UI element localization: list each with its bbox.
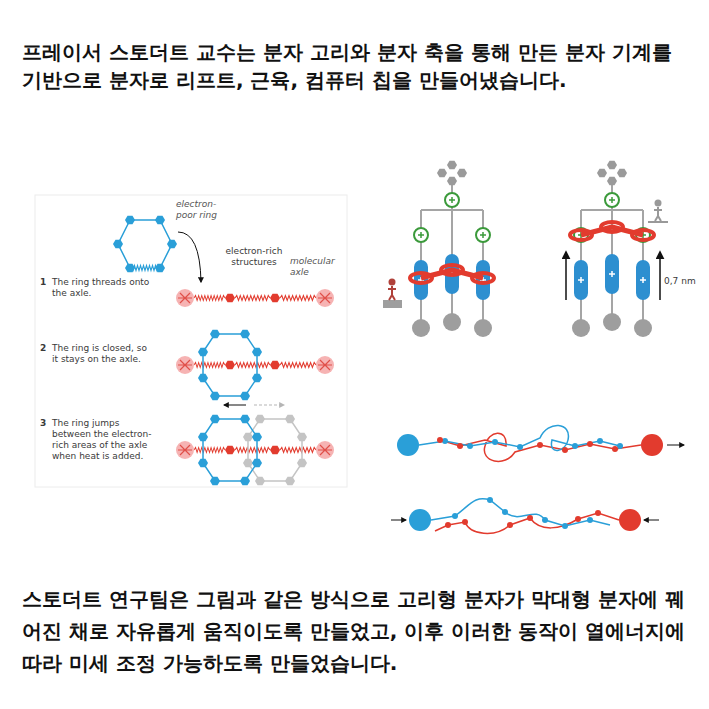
part-label: molecular axle xyxy=(290,256,334,278)
callout-number: 2 xyxy=(40,343,50,354)
callout-number: 3 xyxy=(40,418,50,429)
heading-text: 프레이서 스토더트 교수는 분자 고리와 분자 축을 통해 만든 분자 기계를 … xyxy=(22,38,690,94)
panel-frame xyxy=(35,195,347,487)
part-label: electron-rich structures xyxy=(224,246,284,268)
dimension-label: 0,7 nm xyxy=(664,276,704,287)
step-1-figure xyxy=(113,216,334,307)
caption-text: 스토더트 연구팀은 그림과 같은 방식으로 고리형 분자가 막대형 분자에 꿰어… xyxy=(22,583,692,679)
step-3-figure xyxy=(176,405,334,485)
elevator-down xyxy=(383,161,494,337)
part-label: electron-poor ring xyxy=(176,199,228,221)
callout-number: 1 xyxy=(40,277,50,288)
step-text: The ring jumps between the electron-rich… xyxy=(52,418,152,462)
step-2-figure xyxy=(176,330,334,401)
muscle-contracted xyxy=(391,497,659,533)
muscle-stretched xyxy=(397,425,684,461)
step-text: The ring threads onto the axle. xyxy=(52,277,152,299)
step-text: The ring is closed, so it stays on the a… xyxy=(52,343,152,365)
elevator-up xyxy=(566,161,668,337)
